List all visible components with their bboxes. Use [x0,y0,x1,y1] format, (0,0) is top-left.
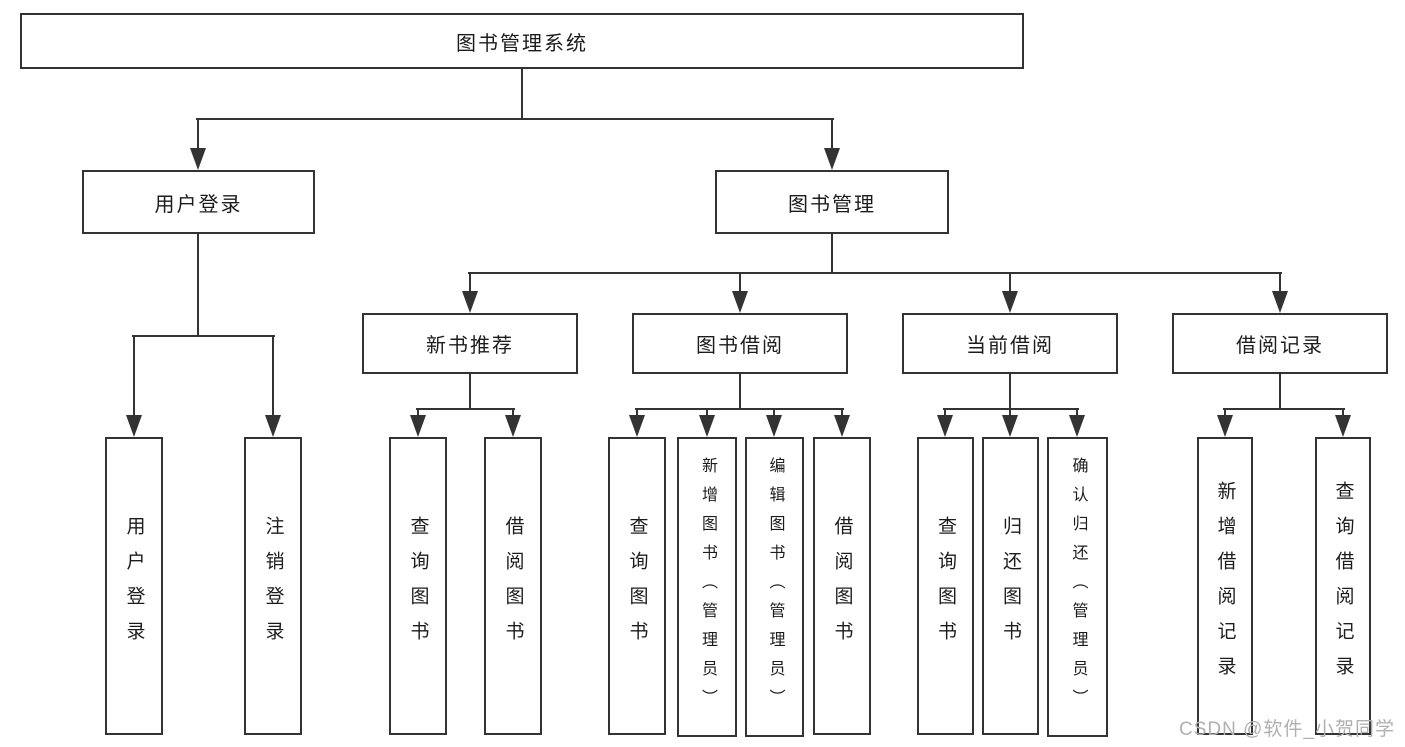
arrowhead-icon [1335,415,1351,437]
node-current-borrowing: 当前借阅 [902,313,1118,374]
arrowhead-icon [190,148,206,170]
node-logout-leaf: 注销登录 [244,437,302,735]
arrowhead-icon [462,291,478,313]
arrowhead-icon [766,415,782,437]
node-edit-books-admin: 编辑图书（管理员） [745,437,804,737]
node-library-management-system: 图书管理系统 [20,13,1024,69]
arrowhead-icon [834,415,850,437]
node-confirm-return-admin: 确认归还（管理员） [1047,437,1108,737]
arrowhead-icon [629,415,645,437]
arrowhead-icon [937,415,953,437]
arrowhead-icon [265,415,281,437]
node-borrowing-records: 借阅记录 [1172,313,1388,374]
node-add-borrow-record: 新增借阅记录 [1197,437,1253,735]
node-return-books: 归还图书 [982,437,1039,735]
node-user-login: 用户登录 [82,170,315,234]
node-query-books-borrowing: 查询图书 [608,437,666,735]
arrowhead-icon [1069,415,1085,437]
arrowhead-icon [126,415,142,437]
node-query-borrow-record: 查询借阅记录 [1315,437,1371,735]
node-borrow-books-borrowing: 借阅图书 [813,437,871,735]
node-query-books-current: 查询图书 [917,437,974,735]
arrowhead-icon [1002,291,1018,313]
arrowhead-icon [1217,415,1233,437]
arrowhead-icon [699,415,715,437]
arrowhead-icon [824,148,840,170]
node-add-books-admin: 新增图书（管理员） [677,437,737,737]
node-book-management: 图书管理 [715,170,949,234]
connector-lines [132,67,1345,416]
arrowhead-icon [1002,415,1018,437]
arrowhead-icon [505,415,521,437]
arrowheads [126,148,1351,437]
node-new-book-recommendation: 新书推荐 [362,313,578,374]
arrowhead-icon [732,291,748,313]
node-book-borrowing: 图书借阅 [632,313,848,374]
arrowhead-icon [1272,291,1288,313]
node-user-login-leaf: 用户登录 [105,437,163,735]
arrowhead-icon [410,415,426,437]
node-query-books-recommend: 查询图书 [389,437,447,735]
node-borrow-books-recommend: 借阅图书 [484,437,542,735]
csdn-watermark: CSDN @软件_小贺同学 [1179,719,1395,740]
